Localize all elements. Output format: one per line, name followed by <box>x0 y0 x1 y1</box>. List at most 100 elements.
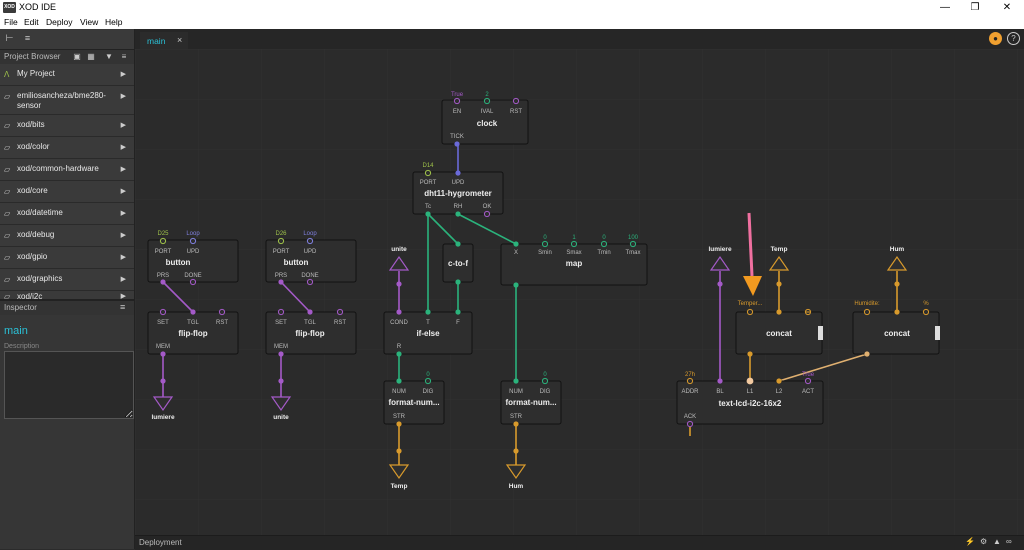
library-item[interactable]: ▱xod/color▶ <box>0 137 134 159</box>
add-library-icon[interactable]: ▦ <box>87 52 95 61</box>
input-terminal-hum[interactable]: Hum <box>886 246 908 287</box>
pin-label: NUM <box>392 389 406 395</box>
pin-value: % <box>923 301 929 307</box>
library-item-label: xod/i2c <box>17 292 43 301</box>
pin-label: X <box>514 250 518 256</box>
terminal-label: unite <box>273 414 289 421</box>
pin-label: Smin <box>538 250 552 256</box>
menu-help[interactable]: Help <box>105 17 123 27</box>
library-item[interactable]: ▱xod/gpio▶ <box>0 247 134 269</box>
description-input[interactable] <box>4 351 134 419</box>
pin-label: TGL <box>187 320 199 326</box>
sliders-icon[interactable]: ≡ <box>24 33 31 43</box>
pin-value: 0 <box>602 235 606 241</box>
infinity-icon[interactable]: ∞ <box>1006 537 1012 546</box>
chevron-right-icon: ▶ <box>120 254 126 261</box>
node-title: concat <box>766 329 792 338</box>
library-item[interactable]: ▱xod/core▶ <box>0 181 134 203</box>
input-terminal-lumiere[interactable]: lumiere <box>708 246 732 287</box>
node-title: concat <box>884 329 910 338</box>
pin-value: True <box>451 92 464 98</box>
simulate-icon[interactable]: ▲ <box>993 537 1001 546</box>
pin-label: NUM <box>509 389 523 395</box>
library-icon: ▱ <box>4 143 11 152</box>
user-icon[interactable]: ● <box>989 32 1002 45</box>
library-item-label: xod/gpio <box>17 252 48 261</box>
filter-icon[interactable]: ▼ <box>105 52 113 61</box>
pin-label: PORT <box>155 249 172 255</box>
format-number-node-1[interactable]: 0 NUM DIG format-num... STR <box>383 372 445 427</box>
library-item[interactable]: ▱xod/bits▶ <box>0 115 134 137</box>
pin-label: PORT <box>273 249 290 255</box>
concat-node-1[interactable]: Temper... concat <box>735 301 823 357</box>
pin-value: D25 <box>157 231 169 237</box>
output-terminal-temp[interactable]: Temp <box>388 448 410 490</box>
bug-icon[interactable]: ⚙ <box>980 537 988 546</box>
menu-edit[interactable]: Edit <box>24 17 39 27</box>
pin-label: L2 <box>776 389 783 395</box>
menu-lines-icon[interactable]: ≡ <box>121 52 127 61</box>
concat-node-2[interactable]: Humidite: % concat <box>852 301 940 357</box>
menu-deploy[interactable]: Deploy <box>46 17 73 27</box>
library-item[interactable]: ▱xod/datetime▶ <box>0 203 134 225</box>
tree-icon[interactable]: ⊢ <box>5 33 14 43</box>
library-item[interactable]: ▱xod/debug▶ <box>0 225 134 247</box>
output-terminal-hum[interactable]: Hum <box>505 448 527 490</box>
close-icon[interactable]: × <box>177 35 183 45</box>
if-else-node[interactable]: COND T F if-else R <box>383 309 473 357</box>
pin-label: SET <box>275 320 287 326</box>
button-node-1[interactable]: D25 Loop PORT UPD button PRS DONE <box>147 231 239 286</box>
node-title: format-num... <box>388 398 439 407</box>
format-number-node-2[interactable]: 0 NUM DIG format-num... STR <box>500 372 562 427</box>
tab-main[interactable]: main × <box>140 32 188 49</box>
input-terminal-temp[interactable]: Temp <box>768 246 790 287</box>
canvas-grid <box>135 49 1024 535</box>
pin-value: Humidite: <box>854 301 880 307</box>
library-item[interactable]: ▱xod/graphics▶ <box>0 269 134 291</box>
patch-canvas[interactable]: True 2 EN IVAL RST clock TICK D14 PORT U… <box>135 49 1024 535</box>
pin-value: 100 <box>628 235 639 241</box>
clock-node[interactable]: True 2 EN IVAL RST clock TICK <box>441 92 529 147</box>
lightning-icon[interactable]: ⚡ <box>965 537 975 546</box>
c-to-f-node[interactable]: c-to-f <box>442 241 474 285</box>
output-terminal-unite[interactable]: unite <box>270 378 292 421</box>
links <box>162 136 898 465</box>
pin-label: UPD <box>187 249 200 255</box>
input-terminal-unite[interactable]: unite <box>388 246 410 287</box>
terminal-label: Hum <box>509 483 524 490</box>
minimize-icon[interactable]: — <box>940 2 950 13</box>
library-item-label: xod/debug <box>17 230 55 239</box>
menu-view[interactable]: View <box>80 17 99 27</box>
library-item[interactable]: ▱emiliosancheza/bme280-sensor▶ <box>0 86 134 115</box>
pin-label: TGL <box>304 320 316 326</box>
map-node[interactable]: 0 1 0 100 X Smin Smax Tmin Tmax map <box>500 235 648 288</box>
pin-label: RST <box>216 320 228 326</box>
library-icon: ▱ <box>4 209 11 218</box>
flip-flop-node-2[interactable]: SET TGL RST flip-flop MEM <box>265 308 357 357</box>
pin-label: L1 <box>747 389 754 395</box>
pin-value: 0 <box>543 235 547 241</box>
help-icon[interactable]: ? <box>1007 32 1020 45</box>
library-item-label: xod/color <box>17 142 50 151</box>
pin-label: OK <box>483 204 492 210</box>
dht11-node[interactable]: D14 PORT UPD dht11-hygrometer Tc RH OK <box>412 163 504 218</box>
new-patch-icon[interactable]: ▣ <box>73 52 81 61</box>
deployment-bar[interactable]: Deployment ⚡ ⚙ ▲ ∞ <box>135 535 1024 550</box>
button-node-2[interactable]: D26 Loop PORT UPD button PRS DONE <box>265 231 357 286</box>
flip-flop-node-1[interactable]: SET TGL RST flip-flop MEM <box>147 308 239 357</box>
menu-file[interactable]: File <box>4 17 18 27</box>
pin-value: 1 <box>572 235 576 241</box>
library-item[interactable]: ▱xod/common-hardware▶ <box>0 159 134 181</box>
restore-icon[interactable]: ❐ <box>970 2 980 13</box>
pin-value: Temper... <box>738 301 763 307</box>
library-item-label: emiliosancheza/bme280-sensor <box>17 91 106 110</box>
pin-label: EN <box>453 109 461 115</box>
terminal-label: lumiere <box>151 414 175 421</box>
pin-value: 0 <box>543 372 547 378</box>
terminal-label: Temp <box>391 483 408 490</box>
menu-lines-icon[interactable]: ≡ <box>120 302 126 312</box>
close-window-icon[interactable]: ✕ <box>1002 2 1012 13</box>
text-lcd-node[interactable]: 27h True ADDR BL L1 L2 ACT text-lcd-i2c-… <box>676 372 824 428</box>
output-terminal-lumiere[interactable]: lumiere <box>151 378 175 421</box>
